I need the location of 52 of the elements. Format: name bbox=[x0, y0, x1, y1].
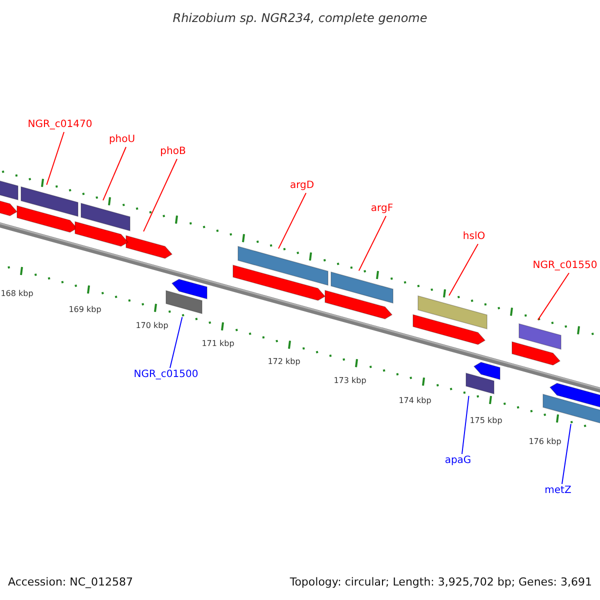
pointed-gene-block bbox=[232, 264, 326, 301]
gene-bar bbox=[238, 246, 328, 286]
gene-label: argD bbox=[290, 181, 314, 191]
scale-label: 173 kbp bbox=[334, 377, 366, 385]
gene-label: NGR_c01470 bbox=[28, 120, 92, 130]
gene-bar bbox=[518, 323, 562, 350]
scale-label: 168 kbp bbox=[0, 290, 34, 298]
gene-bar bbox=[466, 372, 494, 394]
pointed-gene-block bbox=[512, 341, 561, 366]
gene-label: phoU bbox=[108, 135, 136, 145]
footer-text: Topology: circular; Length: 3,925,702 bp; Genes: 3,691 bbox=[290, 576, 592, 588]
leader-line bbox=[143, 158, 178, 232]
pointed-gene-block bbox=[126, 235, 173, 259]
footer-text: Accession: NC_012587 bbox=[8, 576, 134, 588]
pointed-gene-block bbox=[324, 290, 393, 320]
gene-label: NGR_c01550 bbox=[532, 261, 598, 271]
scale-label: 174 kbp bbox=[398, 397, 432, 405]
leader-line bbox=[46, 132, 64, 186]
pointed-gene-block bbox=[473, 362, 500, 380]
scale-label: 176 kbp bbox=[528, 438, 562, 446]
scale-label: 170 kbp bbox=[136, 322, 168, 330]
scale-label: 172 kbp bbox=[268, 358, 300, 366]
leader-line bbox=[102, 146, 126, 201]
gene-bar bbox=[418, 295, 488, 330]
gene-bar bbox=[330, 271, 394, 304]
pointed-gene-block bbox=[549, 382, 600, 409]
gene-label: NGR_c01500 bbox=[134, 370, 198, 380]
gene-label: argF bbox=[370, 204, 394, 214]
gene-label: hslO bbox=[462, 232, 486, 242]
leader-line bbox=[448, 244, 478, 296]
gene-label: phoB bbox=[160, 147, 186, 157]
gene-label: metZ bbox=[544, 486, 572, 496]
leader-line bbox=[170, 316, 183, 368]
map-title: Rhizobium sp. NGR234, complete genome bbox=[172, 12, 428, 24]
gene-bar bbox=[20, 186, 78, 217]
gene-bar bbox=[542, 394, 600, 425]
gene-bar bbox=[166, 290, 202, 314]
leader-line bbox=[462, 395, 470, 454]
leader-line bbox=[562, 424, 572, 484]
scale-label: 169 kbp bbox=[68, 306, 102, 314]
gene-bar bbox=[0, 179, 18, 200]
pointed-gene-block bbox=[74, 221, 129, 247]
leader-line bbox=[358, 216, 386, 272]
scale-label: 175 kbp bbox=[470, 417, 502, 425]
scale-label: 171 kbp bbox=[202, 340, 234, 348]
gene-bar bbox=[80, 202, 130, 232]
pointed-gene-block bbox=[171, 278, 208, 300]
pointed-gene-block bbox=[0, 199, 18, 216]
gene-label: apaG bbox=[444, 456, 472, 466]
leader-line bbox=[278, 192, 306, 250]
pointed-gene-block bbox=[412, 314, 486, 345]
leader-line bbox=[537, 272, 570, 320]
